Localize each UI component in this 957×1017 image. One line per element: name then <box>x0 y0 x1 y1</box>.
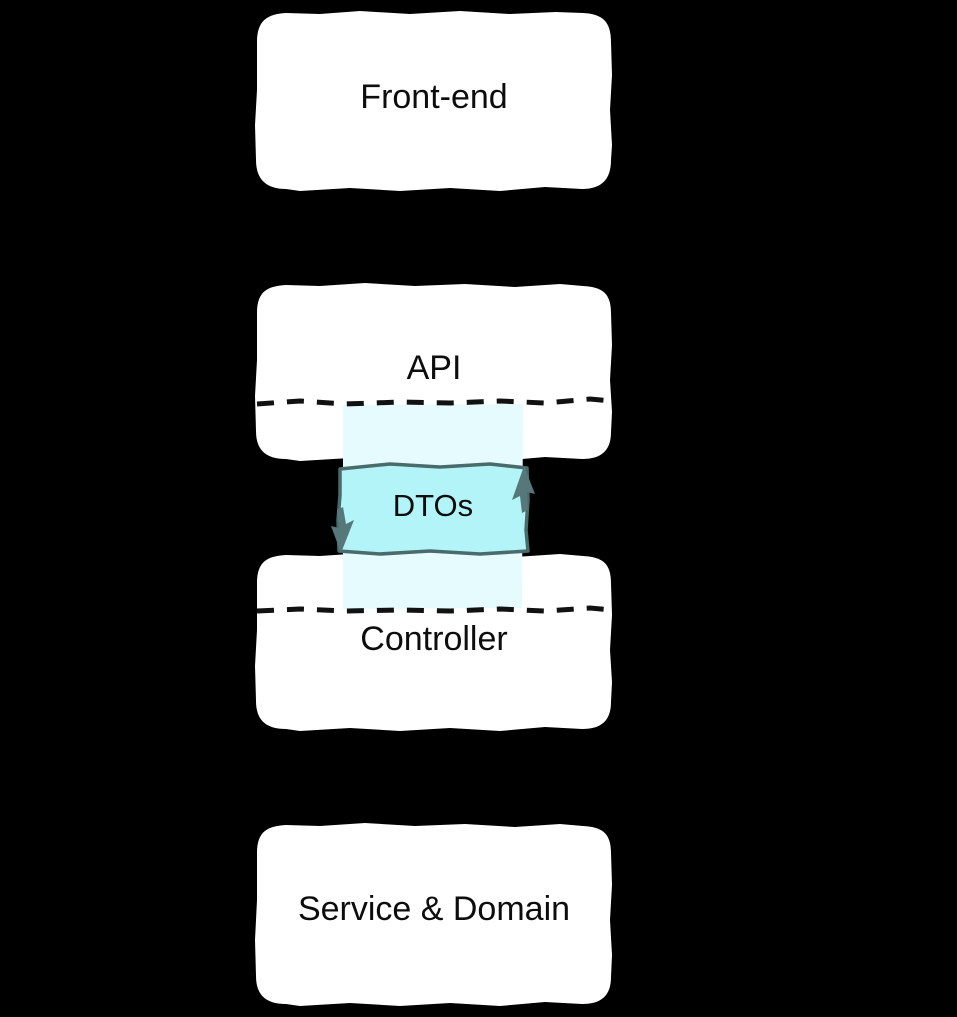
service-domain-box-shape <box>255 823 612 1006</box>
dto-label: DTOs <box>393 488 473 523</box>
controller-label: Controller <box>360 620 507 658</box>
dto-arrow-up-icon <box>512 466 535 513</box>
api-label: API <box>407 349 462 387</box>
layer-box-service-domain[interactable]: Service & Domain <box>255 823 612 1006</box>
service-domain-label: Service & Domain <box>298 890 570 928</box>
api-dashed-divider <box>256 396 613 407</box>
dto-box[interactable]: DTOs <box>331 462 535 556</box>
front-end-box-shape <box>255 11 612 191</box>
front-end-label: Front-end <box>360 78 507 116</box>
layer-box-front-end[interactable]: Front-end <box>255 11 612 191</box>
controller-dashed-divider <box>256 605 613 614</box>
dto-arrow-down-icon <box>331 507 354 553</box>
